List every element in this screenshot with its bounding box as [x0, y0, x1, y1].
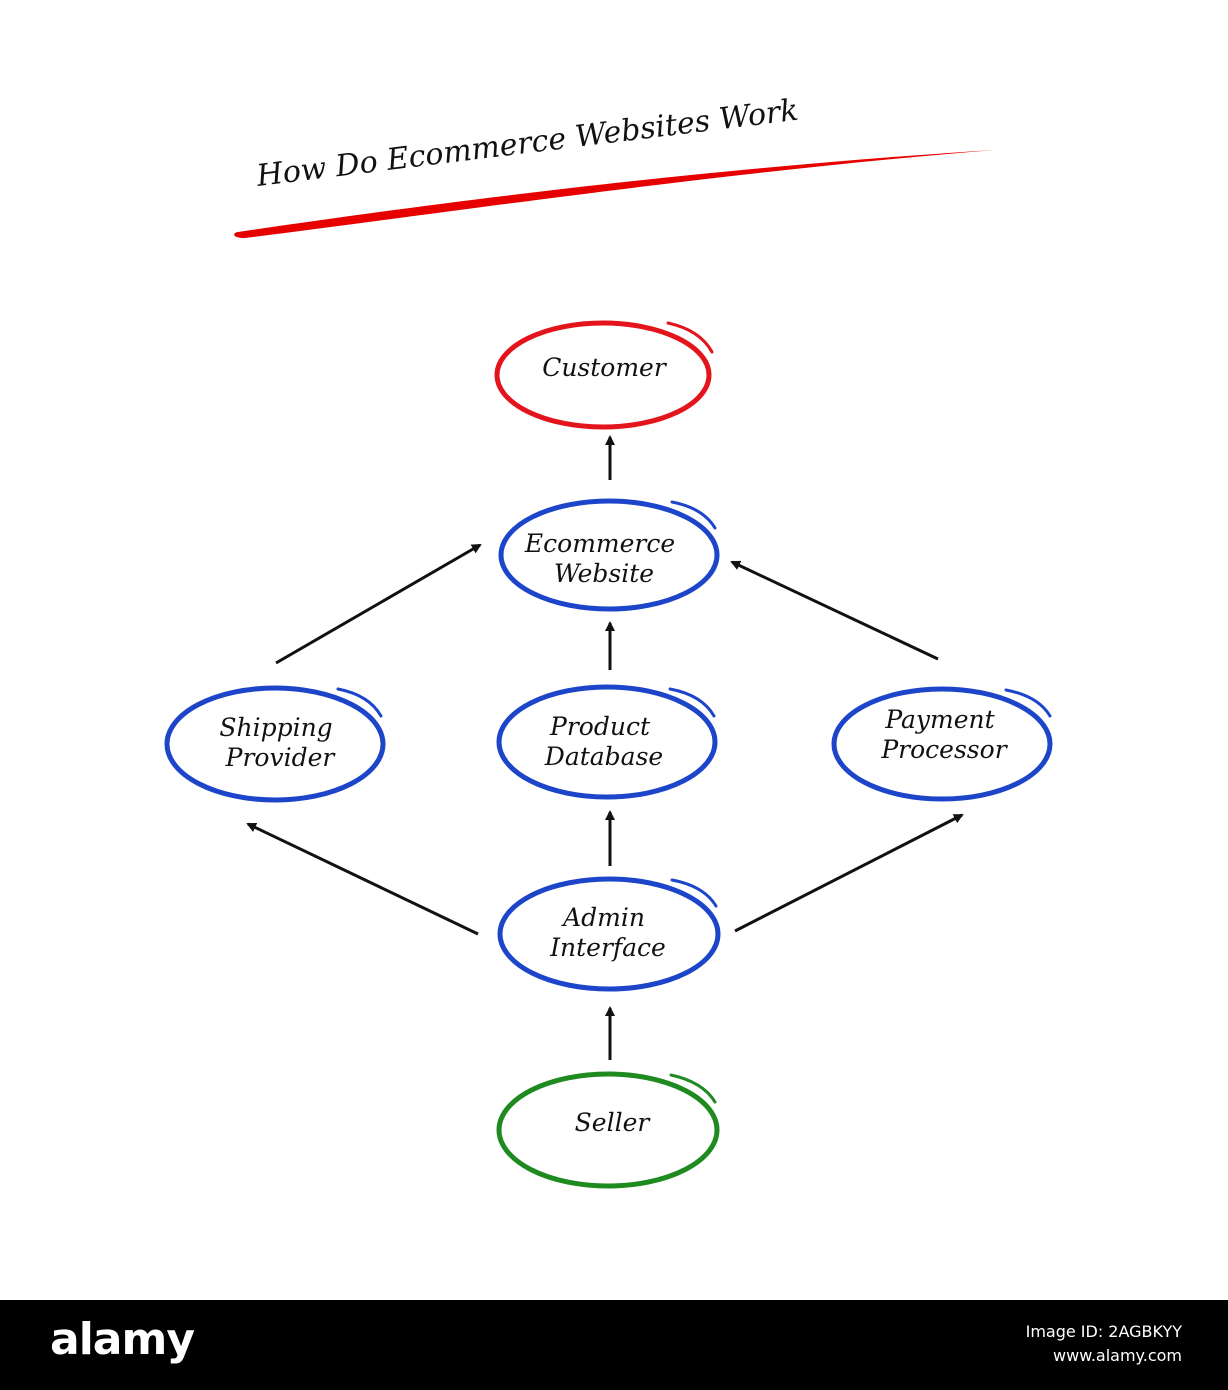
node-customer: Customer [494, 320, 714, 430]
node-product-database-line-1: Product [549, 712, 651, 741]
node-ecommerce-website-line-1: Ecommerce [524, 529, 675, 558]
edge-shipping-to-website [275, 543, 482, 665]
node-payment-processor-label: Payment Processor [880, 705, 1008, 764]
diagram-title: How Do Ecommerce Websites Work [254, 93, 801, 194]
node-seller-line-1: Seller [575, 1108, 652, 1137]
node-seller: Seller [496, 1071, 720, 1189]
image-id-text: Image ID: 2AGBKYY www.alamy.com [1026, 1320, 1182, 1368]
edge-admin-to-shipping [246, 822, 479, 936]
diagram-canvas: How Do Ecommerce Websites Work Customer … [164, 93, 1053, 1189]
title-underline [234, 150, 996, 238]
node-admin-interface: Admin Interface [497, 876, 721, 992]
node-payment-processor-line-1: Payment [884, 705, 995, 734]
node-payment-processor: Payment Processor [831, 686, 1053, 802]
node-seller-label: Seller [575, 1108, 652, 1137]
node-customer-label: Customer [542, 353, 668, 382]
node-admin-interface-line-2: Interface [549, 933, 666, 962]
node-product-database: Product Database [496, 684, 718, 800]
image-id-label: Image ID: 2AGBKYY [1025, 1322, 1182, 1341]
node-admin-interface-line-1: Admin [561, 903, 645, 932]
alamy-logo: alamy [50, 1314, 195, 1365]
node-shipping-provider-line-2: Provider [225, 743, 337, 772]
edge-payment-to-website [730, 560, 939, 661]
node-product-database-line-2: Database [544, 742, 663, 771]
site-url: www.alamy.com [1053, 1346, 1182, 1365]
edges-group [246, 435, 964, 1060]
node-ecommerce-website-line-2: Website [554, 559, 654, 588]
node-admin-interface-label: Admin Interface [549, 903, 666, 962]
node-payment-processor-line-2: Processor [880, 735, 1008, 764]
node-shipping-provider: Shipping Provider [164, 685, 386, 803]
watermark-bar: alamy Image ID: 2AGBKYY www.alamy.com [0, 1300, 1228, 1390]
node-ecommerce-website: Ecommerce Website [498, 498, 720, 612]
node-product-database-label: Product Database [544, 712, 663, 771]
node-ecommerce-website-label: Ecommerce Website [524, 529, 683, 588]
node-shipping-provider-label: Shipping Provider [219, 713, 340, 772]
node-shipping-provider-line-1: Shipping [219, 713, 332, 742]
edge-admin-to-payment [734, 813, 964, 933]
node-customer-line-1: Customer [542, 353, 668, 382]
